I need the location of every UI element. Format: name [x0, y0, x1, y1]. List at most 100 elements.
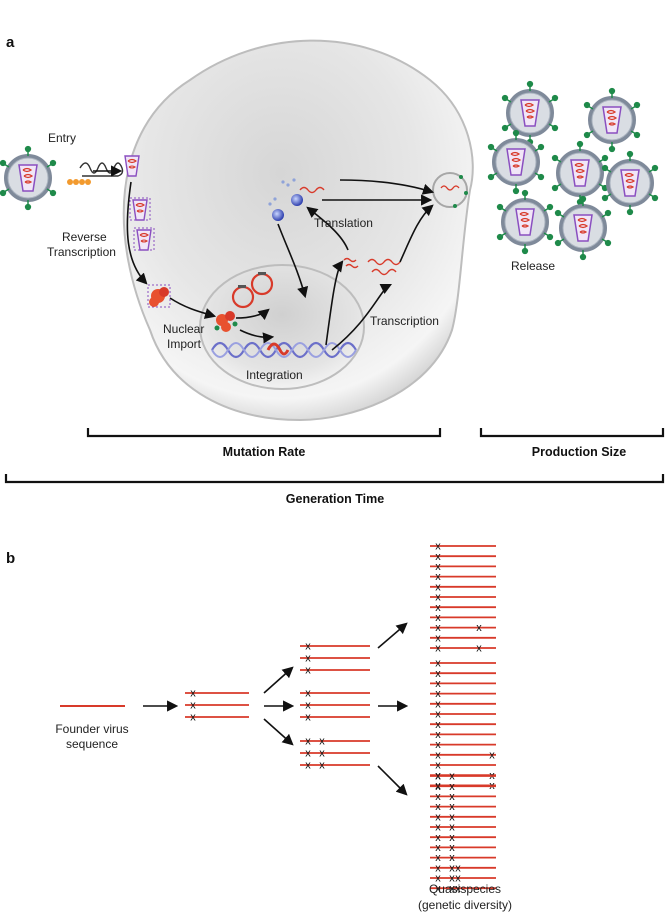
panel-b-label: b — [6, 550, 15, 567]
mutation-mark: x — [305, 760, 311, 772]
mutation-mark: x — [435, 811, 441, 823]
panel-a-label: a — [6, 34, 15, 51]
capsid-intact — [124, 155, 140, 177]
diversification-arrows — [143, 622, 409, 796]
mutation-mark: x — [435, 801, 441, 813]
label-reverse-transcription-1: Reverse — [62, 230, 107, 244]
label-production-size: Production Size — [532, 445, 627, 459]
mutation-mark: x — [190, 712, 196, 724]
host-chromosome — [211, 341, 357, 359]
mutation-mark: x — [305, 712, 311, 724]
mutation-mark: x — [435, 883, 441, 895]
mutation-mark: x — [435, 781, 441, 793]
mutation-mark: x — [449, 781, 455, 793]
mutation-mark: x — [435, 791, 441, 803]
viral-rna-coil — [67, 162, 124, 185]
label-founder-2: sequence — [66, 737, 118, 751]
mutation-mark: x — [435, 592, 441, 604]
mutation-mark: x — [435, 571, 441, 583]
bracket-mutation-rate — [86, 428, 442, 438]
mutation-mark: x — [305, 736, 311, 748]
mutation-mark: x — [435, 541, 441, 553]
mutation-mark: x — [476, 643, 482, 655]
mutation-mark: x — [435, 771, 441, 783]
label-founder-1: Founder virus — [55, 722, 128, 736]
label-release: Release — [511, 259, 555, 273]
lifecycle-arrows — [93, 165, 435, 351]
mutation-mark: x — [449, 771, 455, 783]
mutation-mark: x — [435, 612, 441, 624]
mutation-mark: x — [305, 748, 311, 760]
mutation-mark: x — [435, 832, 441, 844]
mutation-mark: x — [435, 739, 441, 751]
mutation-mark: x — [455, 883, 461, 895]
mutation-mark: x — [435, 873, 441, 885]
viral-transcripts — [299, 186, 401, 276]
mutation-mark: x — [449, 873, 455, 885]
mutation-mark: x — [319, 736, 325, 748]
mutation-mark: x — [435, 668, 441, 680]
mutation-mark: x — [305, 653, 311, 665]
released-virions — [486, 79, 660, 262]
entering-virion — [0, 144, 58, 212]
label-reverse-transcription-2: Transcription — [47, 245, 116, 259]
mutation-mark: x — [435, 551, 441, 563]
mutation-mark: x — [190, 700, 196, 712]
label-entry: Entry — [48, 131, 76, 145]
mutation-mark: x — [435, 561, 441, 573]
capsid-reverse-2 — [133, 227, 155, 251]
label-generation-time: Generation Time — [286, 492, 384, 506]
mutation-mark: x — [449, 791, 455, 803]
label-nuclear-import-1: Nuclear — [163, 322, 204, 336]
nucleus — [199, 264, 365, 390]
mutation-mark: x — [449, 842, 455, 854]
mutation-mark: x — [435, 658, 441, 670]
mutation-mark: x — [319, 760, 325, 772]
label-nuclear-import-2: Import — [167, 337, 202, 351]
mutation-mark: x — [435, 862, 441, 874]
bracket-generation-time — [4, 474, 665, 484]
mutation-mark: x — [449, 811, 455, 823]
label-transcription: Transcription — [370, 314, 439, 328]
mutation-mark: x — [489, 749, 495, 761]
mutation-mark: x — [305, 688, 311, 700]
label-translation: Translation — [314, 216, 373, 230]
mutation-mark: x — [435, 842, 441, 854]
mutation-mark: x — [435, 581, 441, 593]
mutation-mark: x — [435, 632, 441, 644]
ribosomes — [268, 178, 303, 221]
circular-dna — [231, 272, 274, 309]
mutation-mark: x — [449, 862, 455, 874]
mutation-mark: x — [435, 852, 441, 864]
mutation-mark: x — [449, 822, 455, 834]
mutation-mark: x — [319, 748, 325, 760]
nuclear-import-complex — [214, 311, 238, 332]
mutation-mark: x — [455, 862, 461, 874]
mutation-mark: x — [435, 760, 441, 772]
mutation-mark: x — [449, 832, 455, 844]
mutation-mark: x — [435, 719, 441, 731]
mutation-mark: x — [435, 602, 441, 614]
mutation-mark: x — [190, 688, 196, 700]
mutation-mark: x — [476, 622, 482, 634]
label-quasispecies-2: (genetic diversity) — [418, 898, 512, 912]
bracket-production-size — [479, 428, 665, 438]
mutation-mark: x — [455, 873, 461, 885]
mutation-mark: x — [435, 709, 441, 721]
capsid-reverse-1 — [129, 197, 151, 221]
mutation-mark: x — [449, 852, 455, 864]
mutation-mark: x — [435, 643, 441, 655]
mutation-mark: x — [305, 665, 311, 677]
mutation-mark: x — [435, 678, 441, 690]
label-integration: Integration — [246, 368, 303, 382]
mutation-mark: x — [435, 688, 441, 700]
preintegration-complex — [147, 284, 171, 308]
mutation-mark: x — [305, 700, 311, 712]
label-mutation-rate: Mutation Rate — [223, 445, 306, 459]
mutation-mark: x — [435, 749, 441, 761]
mutation-mark: x — [305, 641, 311, 653]
mutation-mark: x — [435, 698, 441, 710]
mutation-mark: x — [435, 729, 441, 741]
